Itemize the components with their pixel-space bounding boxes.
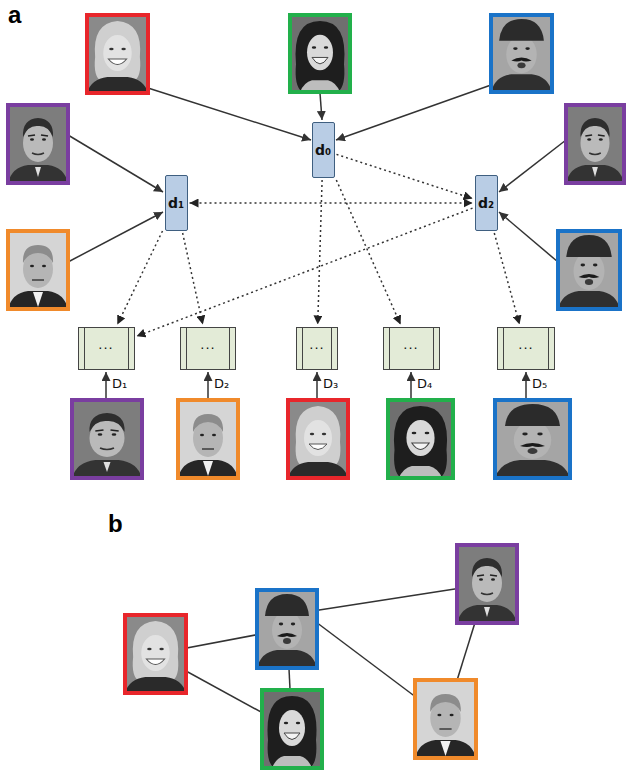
set-label: D₁ (112, 376, 127, 391)
face-frame (262, 690, 322, 768)
face-photo (178, 400, 238, 478)
face-frame (8, 231, 68, 309)
face-photo (262, 690, 322, 768)
set-label: D₄ (417, 376, 432, 391)
set-label: D₂ (214, 376, 229, 391)
face-frame (388, 400, 453, 478)
face-photo (566, 105, 624, 183)
face-photo (257, 590, 317, 668)
face-frame (288, 400, 348, 478)
node-text: d₁ (168, 195, 184, 211)
face-frame (178, 400, 238, 478)
input-link (525, 372, 527, 398)
node-text: d₂ (478, 195, 494, 211)
input-link (316, 372, 318, 398)
face-photo (125, 615, 186, 693)
input-link (148, 88, 311, 140)
dotted-connector (337, 154, 473, 198)
face-frame (290, 15, 350, 92)
dotted-connector (494, 233, 519, 325)
feature-array: ···D₂ (180, 327, 236, 370)
dotted-connector (190, 202, 473, 204)
face-photos (8, 15, 624, 768)
input-link (320, 93, 322, 120)
node-text: ··· (518, 341, 533, 356)
face-frame (457, 545, 517, 623)
feature-array: ···D₁ (78, 327, 135, 370)
input-link (207, 372, 209, 398)
input-link (410, 372, 412, 398)
face-frame (491, 15, 552, 92)
face-photo (388, 400, 453, 478)
face-photo (290, 15, 350, 92)
input-links (68, 85, 566, 398)
node-text: ··· (403, 341, 418, 356)
input-link (68, 135, 163, 192)
feature-array: ···D₄ (383, 327, 440, 370)
panel-letter: a (8, 3, 21, 27)
dictionary-box: d₁ (165, 175, 188, 231)
panel-letter: b (108, 512, 123, 536)
input-link (105, 372, 107, 398)
face-photo (8, 231, 68, 309)
node-text: ··· (200, 341, 215, 356)
face-frame (257, 590, 317, 668)
dictionary-box: d₂ (475, 175, 498, 231)
dotted-connector (183, 233, 203, 325)
face-frame (495, 400, 570, 478)
dotted-connector (117, 231, 162, 325)
node-text: ··· (309, 341, 324, 356)
face-frame (87, 15, 148, 93)
face-photo (558, 231, 620, 309)
face-photo (415, 680, 476, 758)
input-link (499, 140, 566, 192)
input-link (499, 212, 558, 262)
dotted-connector (318, 180, 322, 325)
face-frame (125, 615, 186, 693)
face-photo (495, 400, 570, 478)
face-photo (72, 400, 142, 478)
feature-array: ···D₃ (296, 327, 338, 370)
face-photo (87, 15, 148, 93)
face-frame (566, 105, 624, 183)
input-link (336, 85, 491, 140)
face-photo (491, 15, 552, 92)
face-frame (72, 400, 142, 478)
face-photo (8, 105, 68, 183)
set-label: D₃ (323, 376, 338, 391)
dotted-connector (336, 180, 400, 325)
node-text: ··· (98, 341, 113, 356)
node-text: d₀ (315, 142, 331, 158)
face-frame (415, 680, 476, 758)
face-photo (457, 545, 517, 623)
face-photo (288, 400, 348, 478)
face-frame (8, 105, 68, 183)
dictionary-box: d₀ (312, 122, 335, 178)
face-frame (558, 231, 620, 309)
set-label: D₅ (532, 376, 547, 391)
feature-array: ···D₅ (497, 327, 555, 370)
input-link (68, 212, 163, 262)
